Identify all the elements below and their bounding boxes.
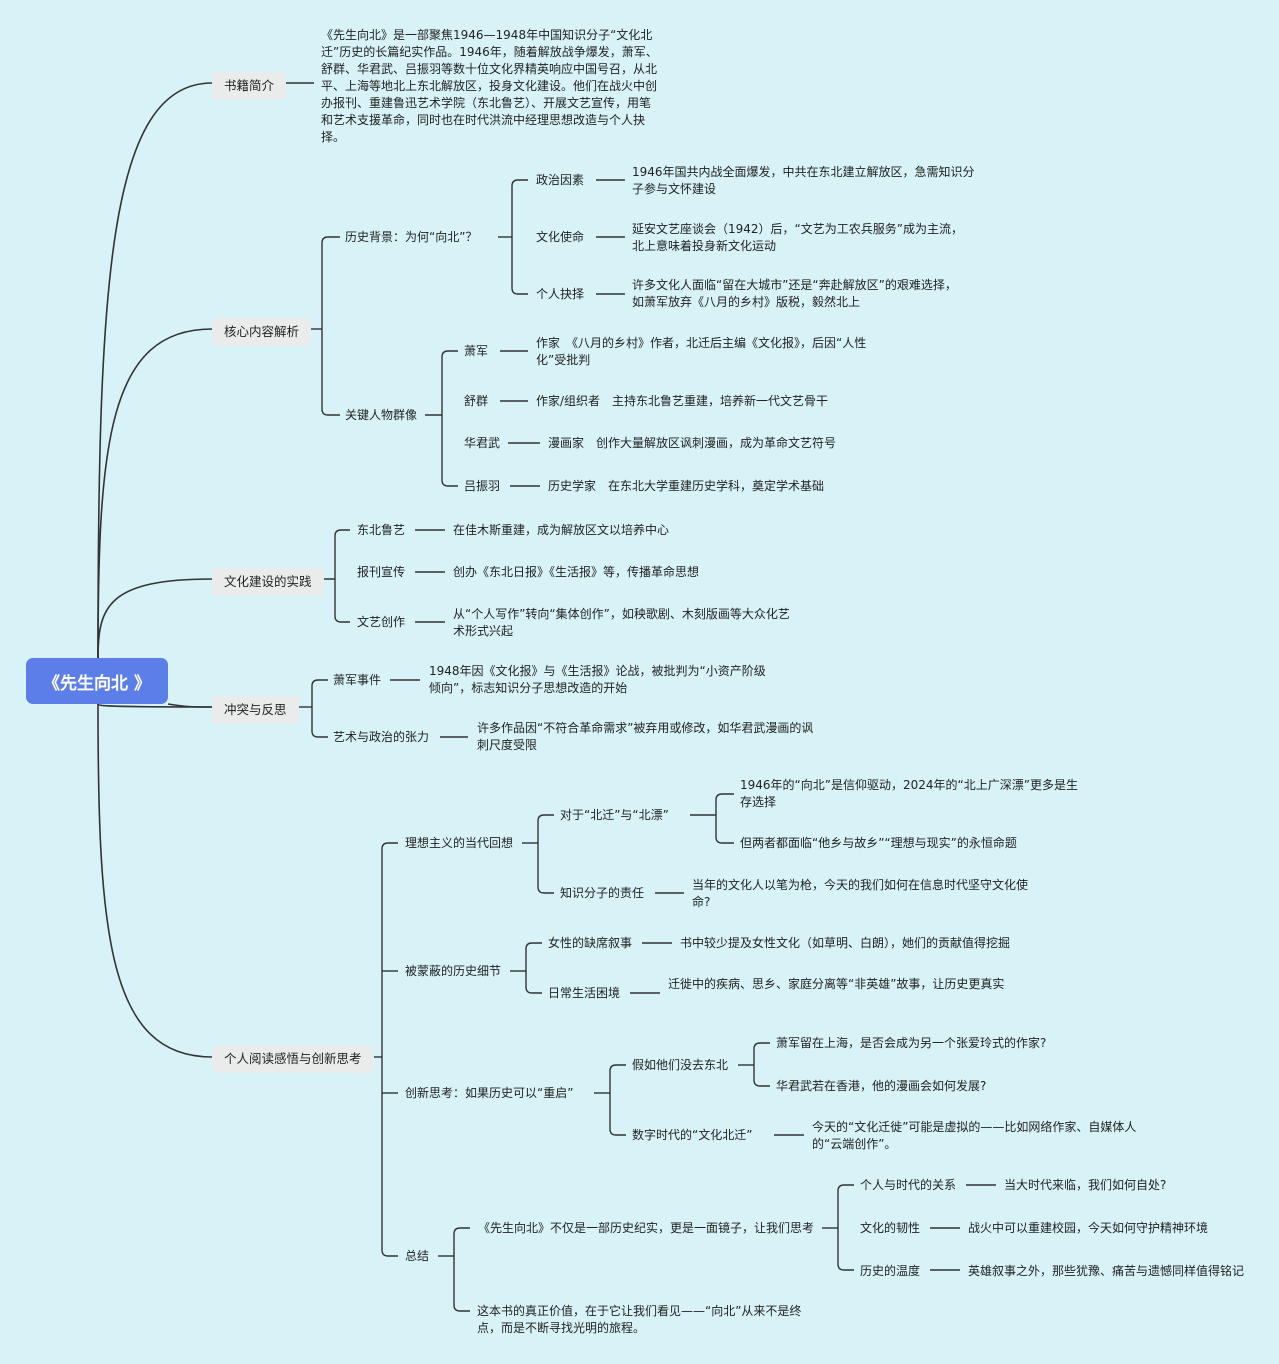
connector-bracket xyxy=(511,179,528,295)
root-connector xyxy=(97,703,213,1058)
connector-bracket xyxy=(311,679,328,738)
mindmap-node[interactable]: 文化的韧性 xyxy=(860,1221,921,1235)
mindmap-node[interactable]: 报刊宣传 xyxy=(357,565,406,579)
mindmap-node[interactable]: 艺术与政治的张力 xyxy=(333,730,430,744)
mindmap-leaf-text[interactable]: 迁徙中的疾病、思乡、家庭分离等“非英雄”故事，让历史更真实 xyxy=(668,977,1005,991)
mindmap-node[interactable]: 《先生向北》不仅是一部历史纪实，更是一面镜子，让我们思考 xyxy=(478,1221,815,1235)
mindmap-leaf-text[interactable]: 当大时代来临，我们如何自处? xyxy=(1004,1178,1167,1192)
node-history-background[interactable]: 历史背景：为何“向北”？ xyxy=(345,230,478,244)
mindmap-node[interactable]: 女性的缺席叙事 xyxy=(548,936,633,950)
node-hidden-details[interactable]: 被蒙蔽的历史细节 xyxy=(405,964,502,978)
connector-bracket xyxy=(334,529,350,623)
mindmap-leaf-text[interactable]: 书中较少提及女性文化（如草明、白朗），她们的贡献值得挖掘 xyxy=(680,936,1011,950)
mindmap-leaf-text[interactable]: 创办《东北日报》《生活报》等，传播革命思想 xyxy=(453,565,700,579)
mindmap-node[interactable]: 吕振羽 xyxy=(464,479,501,493)
connector-bracket xyxy=(715,793,734,844)
mindmap-leaf-text[interactable]: 但两者都面临“他乡与故乡”“理想与现实”的永恒命题 xyxy=(740,836,1017,850)
node-idealism[interactable]: 理想主义的当代回想 xyxy=(405,836,514,850)
node-history-restart[interactable]: 创新思考：如果历史可以“重启” xyxy=(405,1086,574,1100)
mindmap-leaf-text[interactable]: 从“个人写作”转向“集体创作”，如秧歌剧、木刻版画等大众化艺术形式兴起 xyxy=(453,607,790,638)
connector-bracket xyxy=(441,350,458,487)
root-connector xyxy=(167,703,213,708)
branch-cultural-practice[interactable]: 文化建设的实践 xyxy=(212,568,324,596)
mindmap-leaf-text[interactable]: 1946年国共内战全面爆发，中共在东北建立解放区，急需知识分子参与文怀建设 xyxy=(632,165,975,196)
mindmap-leaf-text[interactable]: 作家 《八月的乡村》作者，北迁后主编《文化报》，后因“人性化”受批判 xyxy=(536,336,867,367)
mindmap-node[interactable]: 文化使命 xyxy=(536,230,585,244)
mindmap-leaf-text[interactable]: 华君武若在香港，他的漫画会如何发展? xyxy=(776,1079,987,1093)
mindmap-leaf-text[interactable]: 战火中可以重建校园，今天如何守护精神环境 xyxy=(968,1221,1209,1235)
mindmap-leaf-text[interactable]: 这本书的真正价值，在于它让我们看见——“向北”从来不是终点，而是不断寻找光明的旅… xyxy=(477,1304,802,1335)
mindmap-node[interactable]: 萧军 xyxy=(464,344,489,358)
mindmap-node[interactable]: 知识分子的责任 xyxy=(560,886,645,900)
mindmap-node[interactable]: 历史的温度 xyxy=(860,1264,921,1278)
mindmap-node[interactable]: 华君武 xyxy=(464,436,501,450)
mindmap-node[interactable]: 日常生活困境 xyxy=(548,986,621,1000)
root-connector xyxy=(97,82,213,659)
connector-bracket xyxy=(381,842,398,1257)
mindmap-leaf-text[interactable]: 作家/组织者 主持东北鲁艺重建，培养新一代文艺骨干 xyxy=(536,394,829,408)
connector-bracket xyxy=(453,1227,470,1312)
root-node[interactable]: 《先生向北 》 xyxy=(26,658,168,704)
connector-bracket xyxy=(837,1184,854,1271)
mindmap-node[interactable]: 个人抉择 xyxy=(536,287,585,301)
mindmap-node[interactable]: 东北鲁艺 xyxy=(357,523,406,537)
node-key-figures[interactable]: 关键人物群像 xyxy=(345,408,418,422)
mindmap-leaf-text[interactable]: 在佳木斯重建，成为解放区文以培养中心 xyxy=(453,523,670,537)
connector-bracket xyxy=(609,1064,626,1136)
mindmap-leaf-text[interactable]: 英雄叙事之外，那些犹豫、痛苦与遗憾同样值得铭记 xyxy=(968,1264,1245,1278)
mindmap-leaf-text[interactable]: 延安文艺座谈会（1942）后，“文艺为工农兵服务”成为主流，北上意味着投身新文化… xyxy=(632,222,963,253)
mindmap-node[interactable]: 舒群 xyxy=(464,394,489,408)
book-intro-text[interactable]: 《先生向北》是一部聚焦1946—1948年中国知识分子“文化北迁”历史的长篇纪实… xyxy=(321,28,658,144)
root-connector xyxy=(97,578,213,659)
connector-bracket xyxy=(321,236,340,416)
mindmap-leaf-text[interactable]: 历史学家 在东北大学重建历史学科，奠定学术基础 xyxy=(548,479,825,493)
connector-bracket xyxy=(753,1042,770,1087)
mindmap-node[interactable]: 政治因素 xyxy=(536,173,585,187)
mindmap-leaf-text[interactable]: 1946年的“向北”是信仰驱动，2024年的“北上广深漂”更多是生存选择 xyxy=(740,778,1078,809)
connector-bracket xyxy=(537,814,554,894)
branch-personal-reflection[interactable]: 个人阅读感悟与创新思考 xyxy=(212,1045,374,1073)
node-summary[interactable]: 总结 xyxy=(405,1249,430,1263)
mindmap-leaf-text[interactable]: 今天的“文化迁徙”可能是虚拟的——比如网络作家、自媒体人的“云端创作”。 xyxy=(812,1120,1137,1151)
mindmap-leaf-text[interactable]: 当年的文化人以笔为枪，今天的我们如何在信息时代坚守文化使命? xyxy=(692,878,1029,909)
mindmap-node[interactable]: 对于“北迁”与“北漂” xyxy=(560,808,669,822)
root-connector xyxy=(97,328,213,659)
mindmap-leaf-text[interactable]: 许多作品因“不符合革命需求”被弃用或修改，如华君武漫画的讽刺尺度受限 xyxy=(477,721,814,752)
mindmap-node[interactable]: 假如他们没去东北 xyxy=(632,1058,729,1072)
mindmap-leaf-text[interactable]: 漫画家 创作大量解放区讽刺漫画，成为革命文艺符号 xyxy=(548,436,837,450)
mindmap-node[interactable]: 文艺创作 xyxy=(357,615,406,629)
branch-core-analysis[interactable]: 核心内容解析 xyxy=(212,318,312,346)
mindmap-leaf-text[interactable]: 萧军留在上海，是否会成为另一个张爱玲式的作家? xyxy=(776,1036,1047,1050)
mindmap-node[interactable]: 萧军事件 xyxy=(333,673,382,687)
branch-conflict-reflection[interactable]: 冲突与反思 xyxy=(212,696,299,724)
mindmap-node[interactable]: 个人与时代的关系 xyxy=(860,1178,957,1192)
connector-bracket xyxy=(525,942,542,994)
mindmap-leaf-text[interactable]: 许多文化人面临“留在大城市”还是“奔赴解放区”的艰难选择，如萧军放弃《八月的乡村… xyxy=(632,278,957,309)
branch-book-intro[interactable]: 书籍简介 xyxy=(212,72,287,100)
mindmap-leaf-text[interactable]: 1948年因《文化报》与《生活报》论战，被批判为“小资产阶级倾向”，标志知识分子… xyxy=(429,664,766,695)
mindmap-node[interactable]: 数字时代的“文化北迁” xyxy=(632,1128,753,1142)
